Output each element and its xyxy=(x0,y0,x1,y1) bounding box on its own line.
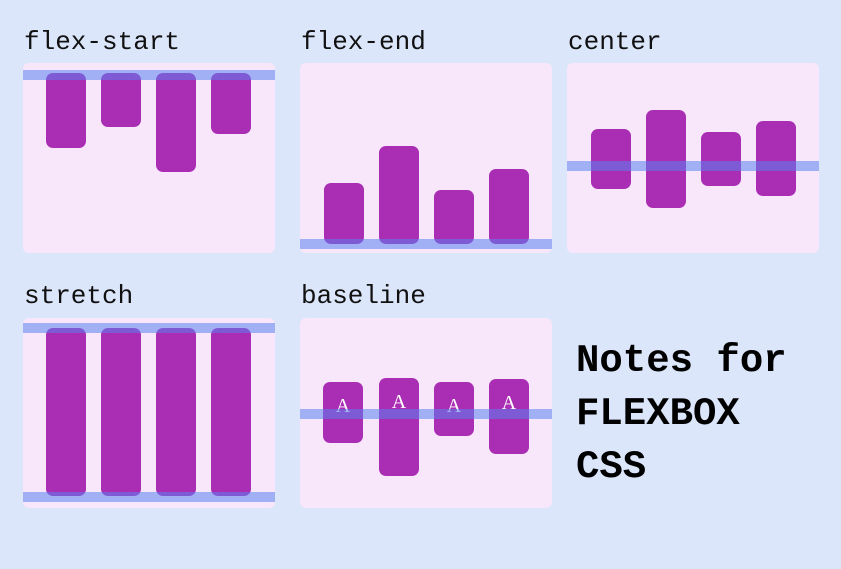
flex-end-box-4 xyxy=(489,169,529,244)
center-box-3 xyxy=(701,132,741,186)
center-box-2 xyxy=(646,110,686,208)
flex-end-box-1 xyxy=(324,183,364,244)
stretch-bottom-axis-line xyxy=(23,492,275,502)
stretch-box-1 xyxy=(46,328,86,496)
baseline-box-4-letter: A xyxy=(501,392,517,414)
label-center: center xyxy=(568,27,662,57)
flex-start-box-4 xyxy=(211,73,251,134)
page-title: Notes for FLEXBOX CSS xyxy=(576,335,787,494)
panel-center xyxy=(567,63,819,253)
flex-start-box-2 xyxy=(101,73,141,127)
baseline-box-2-letter: A xyxy=(391,391,407,413)
title-line-3: CSS xyxy=(576,445,647,489)
stretch-top-axis-line xyxy=(23,323,275,333)
flex-start-box-1 xyxy=(46,73,86,148)
label-stretch: stretch xyxy=(24,281,134,311)
flex-end-axis-line xyxy=(300,239,552,249)
flex-end-box-2 xyxy=(379,146,419,244)
baseline-axis-line xyxy=(300,409,552,419)
flex-end-box-3 xyxy=(434,190,474,244)
stretch-box-4 xyxy=(211,328,251,496)
center-box-4 xyxy=(756,121,796,196)
label-baseline: baseline xyxy=(301,281,426,311)
center-axis-line xyxy=(567,161,819,171)
center-box-1 xyxy=(591,129,631,189)
label-flex-start: flex-start xyxy=(24,27,181,57)
flex-start-axis-line xyxy=(23,70,275,80)
flex-start-box-3 xyxy=(156,73,196,172)
panel-baseline: A A A A xyxy=(300,318,552,508)
panel-flex-end xyxy=(300,63,552,253)
baseline-box-2: A xyxy=(379,378,419,476)
stretch-box-3 xyxy=(156,328,196,496)
label-flex-end: flex-end xyxy=(301,27,426,57)
title-line-1: Notes for xyxy=(576,339,787,383)
panel-stretch xyxy=(23,318,275,508)
panel-flex-start xyxy=(23,63,275,253)
title-line-2: FLEXBOX xyxy=(576,392,740,436)
stretch-box-2 xyxy=(101,328,141,496)
